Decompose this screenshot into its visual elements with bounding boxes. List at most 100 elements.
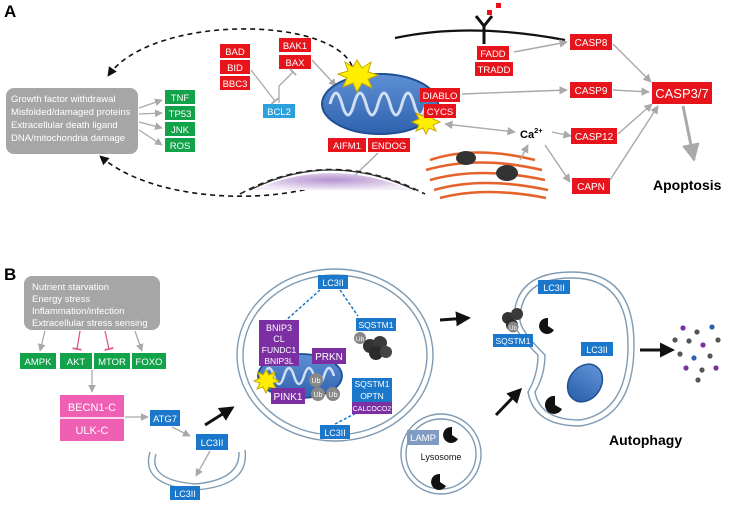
dashed-arrow-mito-to-stimuli xyxy=(107,28,353,77)
lc3ii-label: LC3II xyxy=(201,438,224,449)
apoptosis-stimulus: Misfolded/damaged proteins xyxy=(11,107,131,118)
autophagy-stimulus: Extracellular stress sensing xyxy=(32,318,148,329)
mtor-box xyxy=(94,353,130,369)
ubiquitin-icon xyxy=(326,387,340,401)
casp37-box xyxy=(652,82,712,104)
ampk-label: AMPK xyxy=(25,357,53,368)
lc3-link xyxy=(339,289,359,317)
ubiquitin-label: Ub xyxy=(312,378,321,385)
sqstm1-box xyxy=(493,334,533,347)
akt-box xyxy=(60,353,92,369)
arrow xyxy=(513,39,568,53)
bbc3-box xyxy=(220,76,250,90)
phagophore xyxy=(147,449,247,491)
ampk-box xyxy=(20,353,56,369)
lc3ii-box xyxy=(538,280,570,294)
arrow xyxy=(461,86,568,95)
lamp-box xyxy=(407,430,439,445)
tp53-box xyxy=(165,106,195,120)
ubiquitin-label: Ub xyxy=(314,392,323,399)
endog-label: ENDOG xyxy=(372,141,407,152)
progress-arrow xyxy=(204,406,235,427)
lc3ii-box xyxy=(320,425,350,439)
atg7-label: ATG7 xyxy=(153,414,177,425)
protein-aggregate xyxy=(363,336,392,360)
arrow xyxy=(138,121,163,131)
cl-label: CL xyxy=(273,334,285,344)
arrow xyxy=(612,87,650,96)
death-receptor-icon xyxy=(474,3,501,44)
arrow xyxy=(551,130,572,139)
prkn-label: PRKN xyxy=(315,352,343,363)
arrow xyxy=(37,330,46,352)
casp37-label: CASP3/7 xyxy=(655,86,708,101)
lc3ii-label: LC3II xyxy=(586,345,608,355)
autophagy-stimulus: Energy stress xyxy=(32,294,90,305)
ubiquitin-label: Ub xyxy=(509,326,517,332)
mitochondrion-degrading xyxy=(566,363,604,403)
tradd-label: TRADD xyxy=(478,65,511,76)
capn-box xyxy=(572,178,610,194)
mitochondrion-apoptosis xyxy=(321,73,439,135)
tnf-label: TNF xyxy=(171,93,190,104)
diablo-label: DIABLO xyxy=(423,91,458,102)
lc3ii-box xyxy=(196,434,228,450)
arrow xyxy=(138,98,163,109)
burst-icon xyxy=(252,369,281,395)
sqstm1-box xyxy=(356,318,396,331)
arrow xyxy=(609,105,659,181)
arrow xyxy=(138,129,163,146)
apoptosis-stimulus: DNA/mitochondria damage xyxy=(11,133,125,144)
lc3ii-label: LC3II xyxy=(174,489,196,499)
cycs-box xyxy=(424,104,456,118)
hydrolase-icon xyxy=(443,426,458,443)
plasma-membrane xyxy=(394,29,566,42)
autolysosome xyxy=(513,271,635,427)
bid-label: BID xyxy=(227,63,243,74)
sqstm1-label: SQSTM1 xyxy=(355,379,390,389)
lc3ii-box xyxy=(318,275,348,289)
autophagy-stimuli-box xyxy=(24,276,160,330)
bax-box xyxy=(279,55,311,69)
jnk-label: JNK xyxy=(171,125,190,136)
prkn-box xyxy=(312,348,346,364)
mtor-label: MTOR xyxy=(98,357,126,368)
akt-label: AKT xyxy=(67,357,86,368)
fadd-label: FADD xyxy=(480,49,505,60)
arrow xyxy=(444,120,516,136)
bnip3l-label: BNIP3L xyxy=(264,356,294,366)
calcoco2-label: CALCOCO2 xyxy=(353,406,392,413)
burst-icon xyxy=(336,59,380,94)
ubiquitin-label: Ub xyxy=(356,336,365,343)
lc3ii-label: LC3II xyxy=(324,428,346,438)
bbc3-label: BBC3 xyxy=(223,79,248,90)
bcl2-box xyxy=(263,104,295,118)
atg7-box xyxy=(150,410,180,426)
ribosome-cluster xyxy=(496,165,518,181)
ribosome-cluster xyxy=(456,151,476,165)
arrow xyxy=(612,43,652,83)
bad-box xyxy=(220,44,250,58)
arrow xyxy=(195,450,211,477)
ros-box xyxy=(165,138,195,152)
arrow xyxy=(138,109,163,118)
endog-box xyxy=(368,138,410,152)
dashed-arrow-nucleus-to-stimuli xyxy=(99,155,323,198)
jnk-box xyxy=(165,122,195,136)
lc3ii-box xyxy=(581,342,613,356)
calcium-label: Ca2+ xyxy=(520,126,543,141)
apoptosis-stimuli-box xyxy=(6,88,138,154)
lc3ii-label: LC3II xyxy=(543,283,565,293)
nucleus xyxy=(239,168,426,195)
ubiquitin-icon xyxy=(311,387,325,401)
pink1-box xyxy=(271,388,305,404)
tradd-box xyxy=(475,62,513,76)
autophagy-outcome-label: Autophagy xyxy=(609,432,682,448)
autophagy-stimulus: Inflammation/infection xyxy=(32,306,124,317)
lysosome-label: Lysosome xyxy=(421,452,462,462)
arrow xyxy=(171,426,191,437)
aifm1-label: AIFM1 xyxy=(333,141,361,152)
fadd-box xyxy=(477,46,509,60)
progress-arrow xyxy=(439,311,471,327)
